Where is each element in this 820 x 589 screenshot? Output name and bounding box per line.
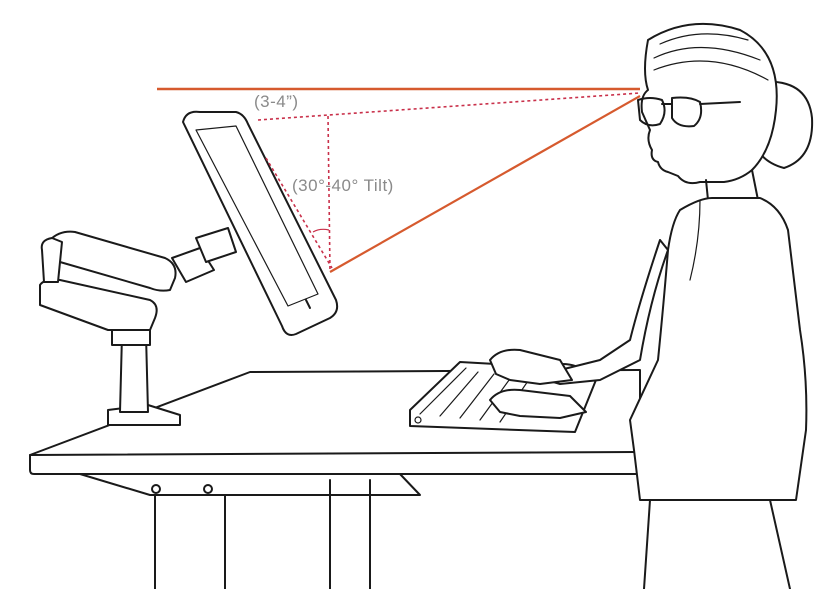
monitor [183, 112, 337, 335]
person [490, 24, 812, 589]
distance-label: (3-4”) [254, 92, 299, 112]
top-of-screen-dashed-line [258, 93, 640, 120]
tilt-label: (30°-40° Tilt) [292, 176, 394, 196]
tilt-angle-arc [313, 229, 329, 232]
